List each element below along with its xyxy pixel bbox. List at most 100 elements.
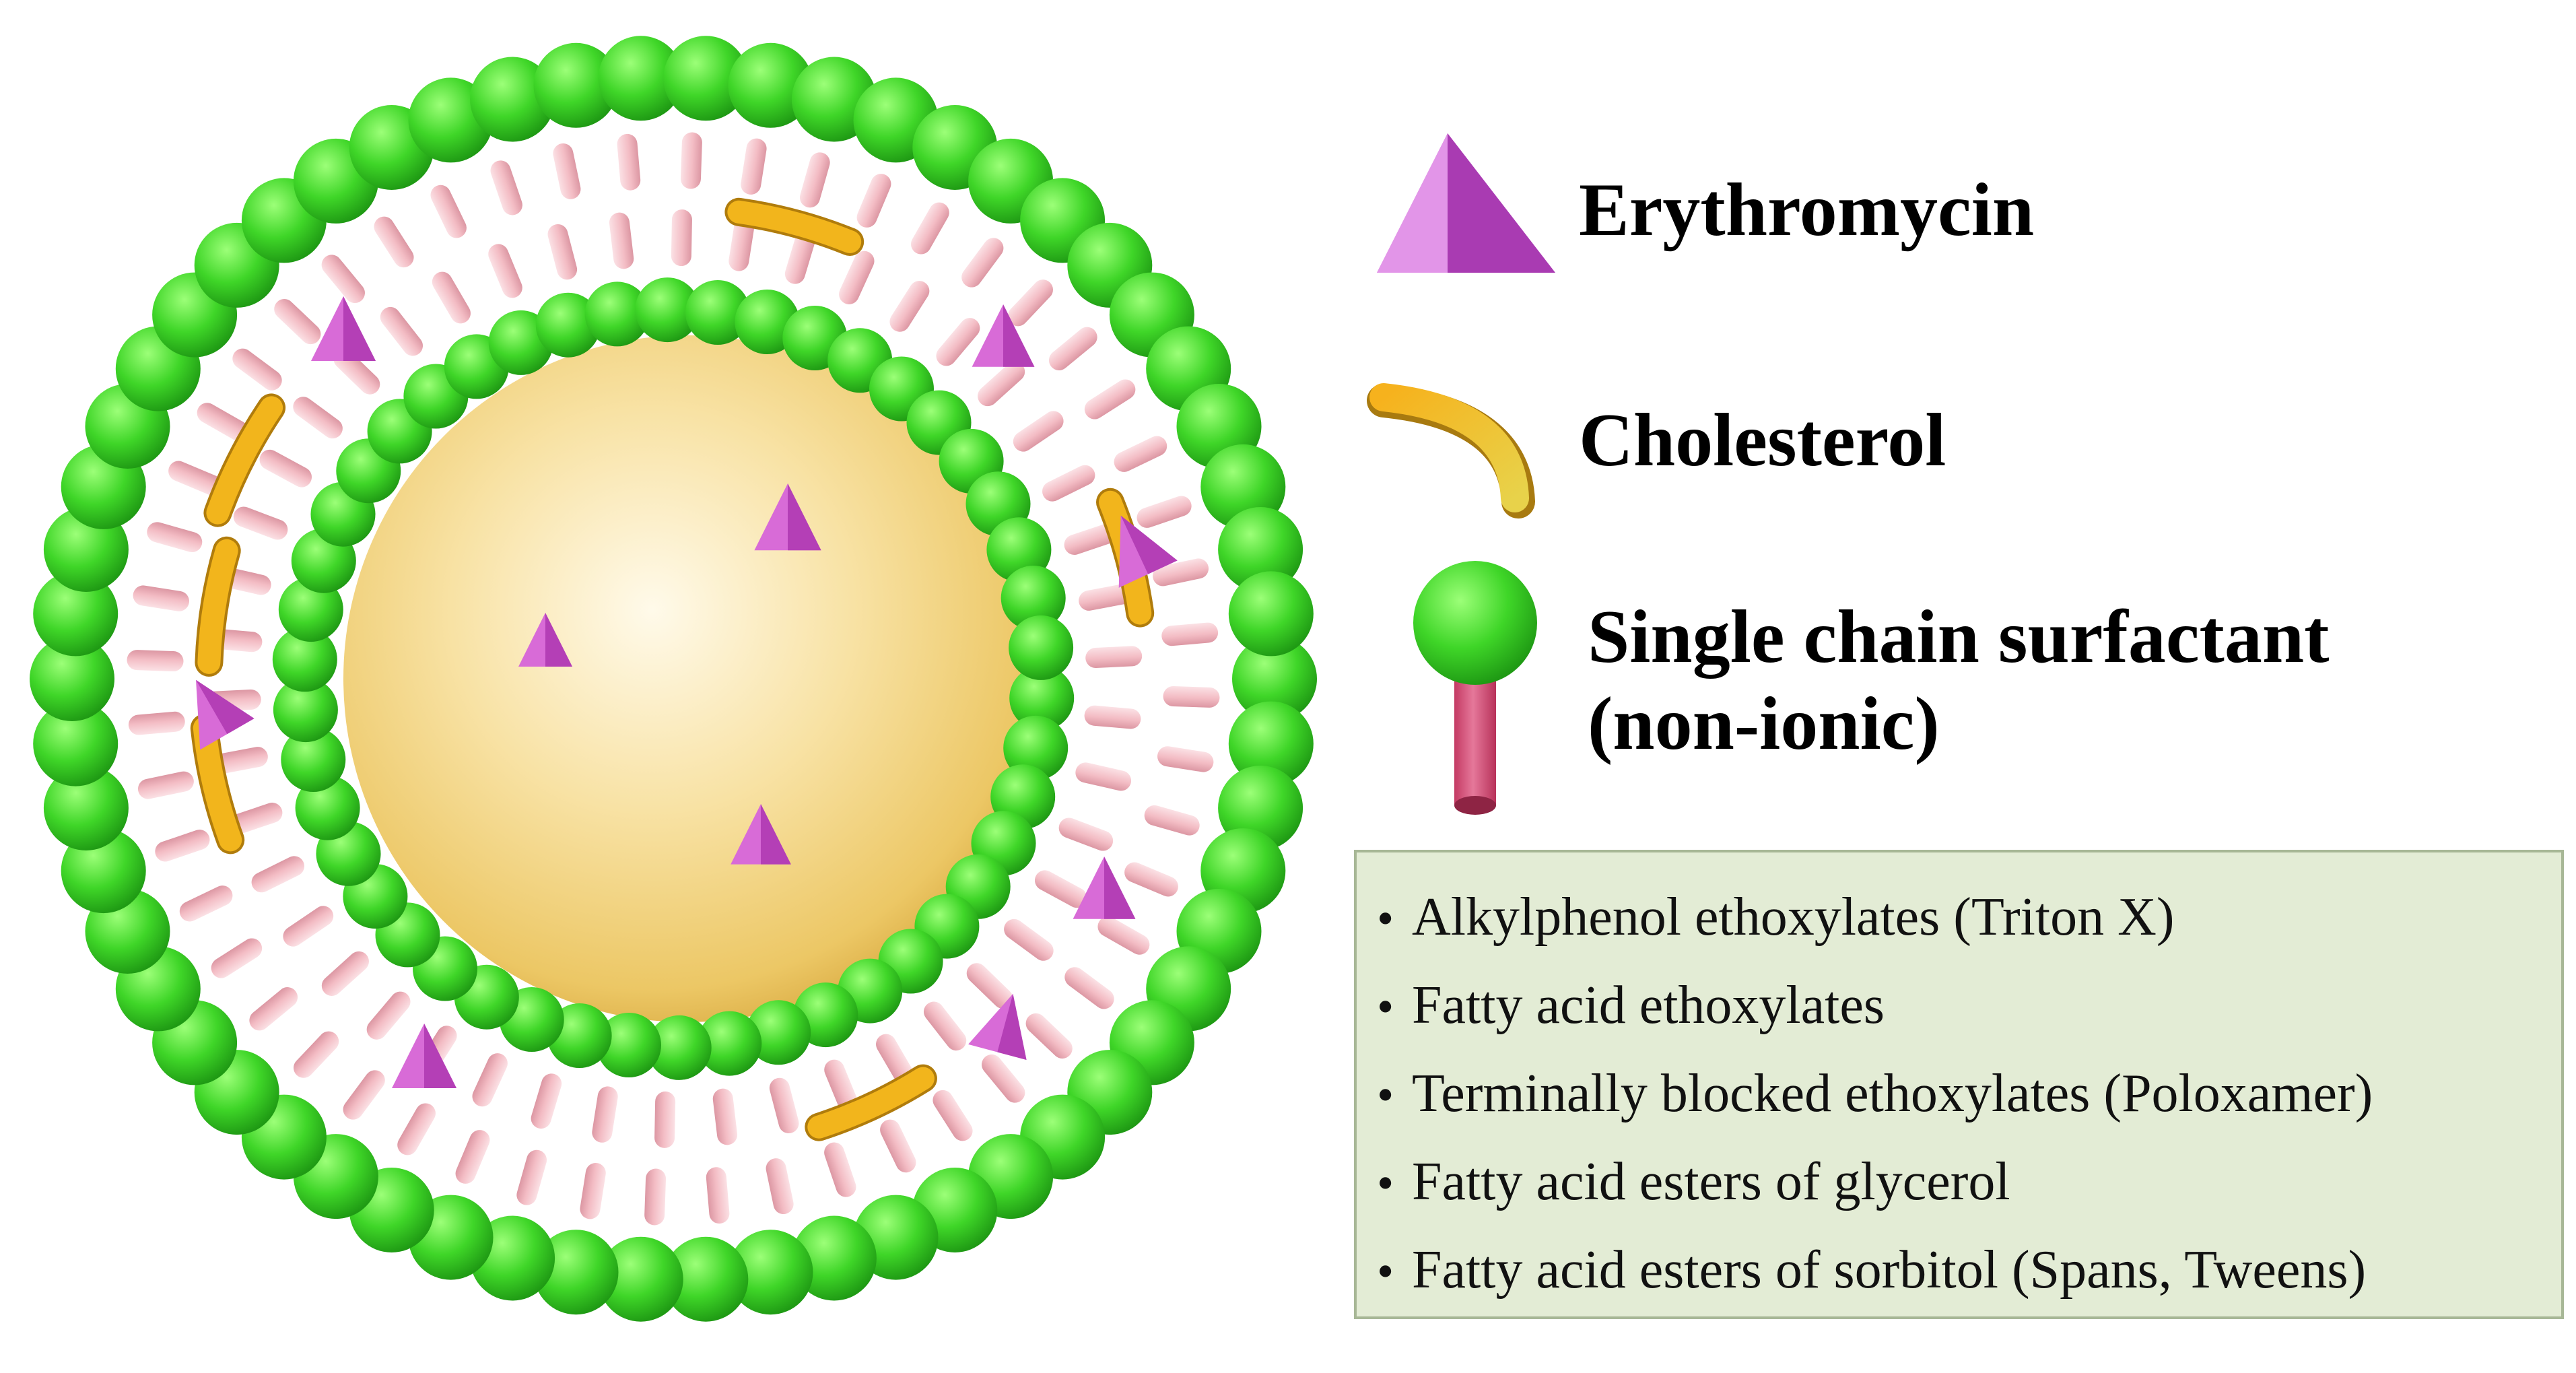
lipid-tail (293, 397, 343, 439)
lipid-tail (766, 1158, 794, 1215)
lipid-tail (490, 160, 522, 215)
cholesterol-molecule (807, 1067, 935, 1139)
surfactant-head (1218, 507, 1303, 592)
lipid-tail (784, 228, 816, 284)
lipid-tail (1144, 805, 1200, 836)
lipid-tail (274, 299, 321, 345)
cholesterol-molecule (727, 200, 862, 253)
lipid-tail (580, 1163, 606, 1219)
lipid-tail (259, 449, 312, 488)
lipid-tail (839, 250, 875, 304)
surfactant-label-line1: Single chain surfactant (1588, 595, 2330, 679)
surfactant-head (470, 57, 555, 142)
lipid-tail (936, 318, 980, 366)
surfactant-head (272, 627, 337, 692)
surfactant-head (728, 42, 813, 128)
erythromycin-molecule (1073, 857, 1136, 919)
lipid-tail (531, 1073, 562, 1129)
lipid-tail (1042, 465, 1095, 502)
surfactant-head (43, 766, 129, 850)
lipid-tail (251, 856, 305, 893)
surfactant-head (685, 280, 750, 345)
lipid-tail (1097, 916, 1150, 955)
lipid-tail (133, 585, 189, 611)
inner-head-layer (272, 277, 1075, 1080)
lipid-tail (179, 885, 233, 922)
erythromycin-molecule (1118, 515, 1178, 588)
lipid-tail (1085, 646, 1143, 669)
lipid-tail (1157, 746, 1214, 772)
erythromycin-face (1104, 857, 1136, 919)
lipid-tail (232, 348, 282, 391)
surfactant-head (663, 1236, 749, 1322)
lipid-tail (168, 461, 222, 496)
lipid-tail (1025, 1013, 1073, 1059)
surfactant-label-line2: (non-ionic) (1588, 681, 1940, 766)
lipid-tail (488, 244, 522, 298)
lipid-tail (233, 506, 288, 540)
lipid-tail (294, 1031, 339, 1078)
lipid-tail (978, 362, 1025, 407)
lipid-tail (671, 209, 692, 267)
surfactant-head (1001, 566, 1066, 630)
surfactant-head (635, 277, 700, 343)
lipid-tail (889, 281, 930, 332)
erythromycin-face (424, 1024, 456, 1088)
surfactant-type-item: Fatty acid esters of glycerol (1377, 1139, 2561, 1227)
surfactant-head (1003, 715, 1069, 780)
lipid-tail (712, 1088, 738, 1145)
surfactant-type-item: Fatty acid esters of sorbitol (Spans, Tw… (1377, 1227, 2561, 1315)
lipid-tail (706, 1167, 730, 1224)
erythromycin-face (343, 296, 376, 361)
erythromycin-molecule (731, 804, 791, 865)
lipid-tail (155, 830, 210, 862)
surfactant-icon (1413, 561, 1537, 815)
erythromycin-label: Erythromycin (1579, 168, 2035, 252)
cholesterol-label: Cholesterol (1579, 399, 1946, 482)
lipid-tail (1013, 411, 1064, 452)
lipid-tail (1064, 967, 1114, 1009)
lipid-tail (1048, 327, 1097, 370)
lipid-tail (741, 138, 767, 195)
surfactant-head (30, 636, 114, 721)
erythromycin-face (545, 613, 572, 667)
aqueous-core (343, 335, 1030, 1022)
lipid-tail (1058, 817, 1114, 851)
lipid-tail (211, 938, 263, 978)
erythromycin-face (997, 993, 1027, 1061)
lipid-tail (553, 143, 581, 199)
lipid-tail (728, 215, 755, 271)
erythromycin-icon (1377, 133, 1555, 273)
surfactant-head (746, 1000, 811, 1065)
lipid-tail (654, 1091, 676, 1148)
lipid-tail (966, 963, 1013, 1009)
erythromycin-molecule (518, 613, 572, 667)
surfactant-head (791, 1215, 877, 1301)
lipid-tail (430, 185, 467, 238)
erythromycin-face (1120, 515, 1178, 574)
lipid-tail (592, 1086, 618, 1143)
lipid-tail (516, 1149, 547, 1205)
surfactant-head (533, 1230, 619, 1315)
surfactant-head (1228, 571, 1314, 657)
lipid-tail (128, 711, 185, 735)
erythromycin-face (1003, 304, 1035, 367)
surfactant-head (33, 571, 118, 657)
lipid-tail (321, 255, 365, 304)
lipid-tail (1007, 279, 1053, 327)
surfactant-head (1228, 701, 1314, 786)
surfactant-types-box: Alkylphenol ethoxylates (Triton X) Fatty… (1354, 850, 2564, 1319)
niosome-vesicle (30, 36, 1317, 1322)
lipid-tail (982, 1054, 1025, 1103)
lipid-tail (321, 951, 369, 996)
surfactant-head (535, 292, 601, 358)
lipid-tail (1114, 436, 1167, 472)
lipid-tail (1064, 523, 1119, 555)
cholesterol-molecule (197, 539, 238, 674)
lipid-tail (343, 1070, 385, 1120)
surfactant-head (598, 1236, 683, 1322)
lipid-tail (197, 403, 249, 441)
surfactant-type-item: Alkylphenol ethoxylates (Triton X) (1377, 874, 2561, 962)
surfactant-head (728, 1230, 813, 1315)
